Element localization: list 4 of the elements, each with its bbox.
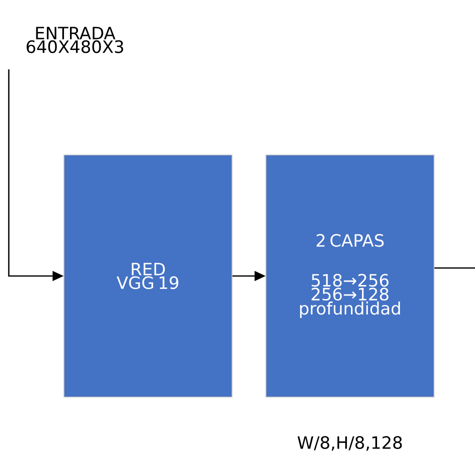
size-label: W/8,H/8,128: [298, 436, 402, 451]
process-box: RED VGG 19: [64, 154, 232, 398]
process-box: 2 CAPAS 518→256 256→128 profundidad: [266, 154, 434, 398]
input-label: ENTRADA 640X480X3: [26, 26, 124, 54]
